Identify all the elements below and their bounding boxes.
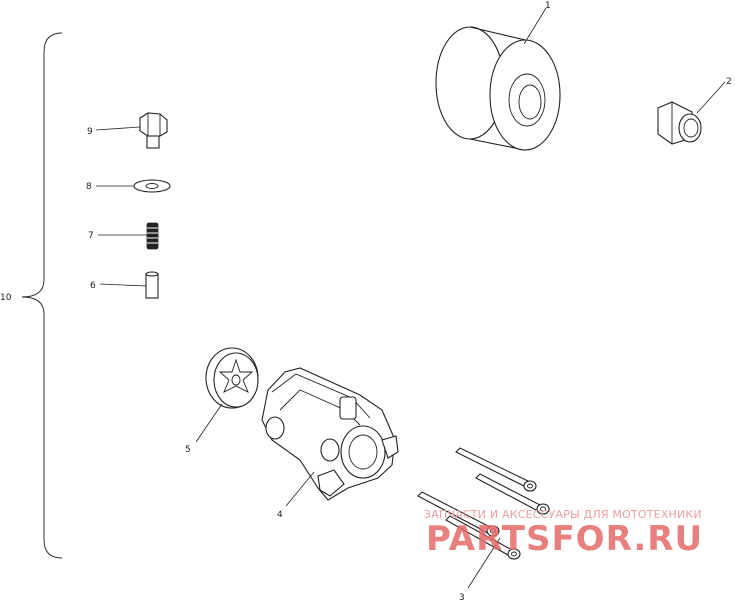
- callout-10: 10: [0, 293, 12, 303]
- screw-part-c: [417, 491, 500, 537]
- screw-part-b: [475, 473, 550, 515]
- callout-6: 6: [90, 281, 96, 291]
- washer-part: [133, 179, 171, 193]
- callout-3: 3: [459, 593, 465, 601]
- fitting-part: [657, 101, 702, 145]
- callout-4: 4: [277, 510, 283, 520]
- bolt-part: [139, 112, 168, 149]
- watermark-brand: PARTSFOR.RU: [426, 519, 703, 559]
- group-bracket: [21, 32, 63, 559]
- callout-1: 1: [545, 1, 551, 11]
- watermark-tagline: ЗАПЧАСТИ И АКСЕССУАРЫ ДЛЯ МОТОТЕХНИКИ: [424, 508, 702, 521]
- callout-8: 8: [86, 182, 92, 192]
- oil-filter-part: [435, 26, 561, 151]
- pump-rotor-part: [205, 347, 259, 409]
- spring-part: [146, 222, 159, 250]
- callout-2: 2: [726, 77, 732, 87]
- callout-7: 7: [88, 231, 94, 241]
- screw-part-a: [455, 447, 537, 492]
- callout-5: 5: [185, 445, 191, 455]
- pump-housing-part: [261, 367, 399, 501]
- pin-part: [145, 271, 159, 299]
- callout-9: 9: [87, 127, 93, 137]
